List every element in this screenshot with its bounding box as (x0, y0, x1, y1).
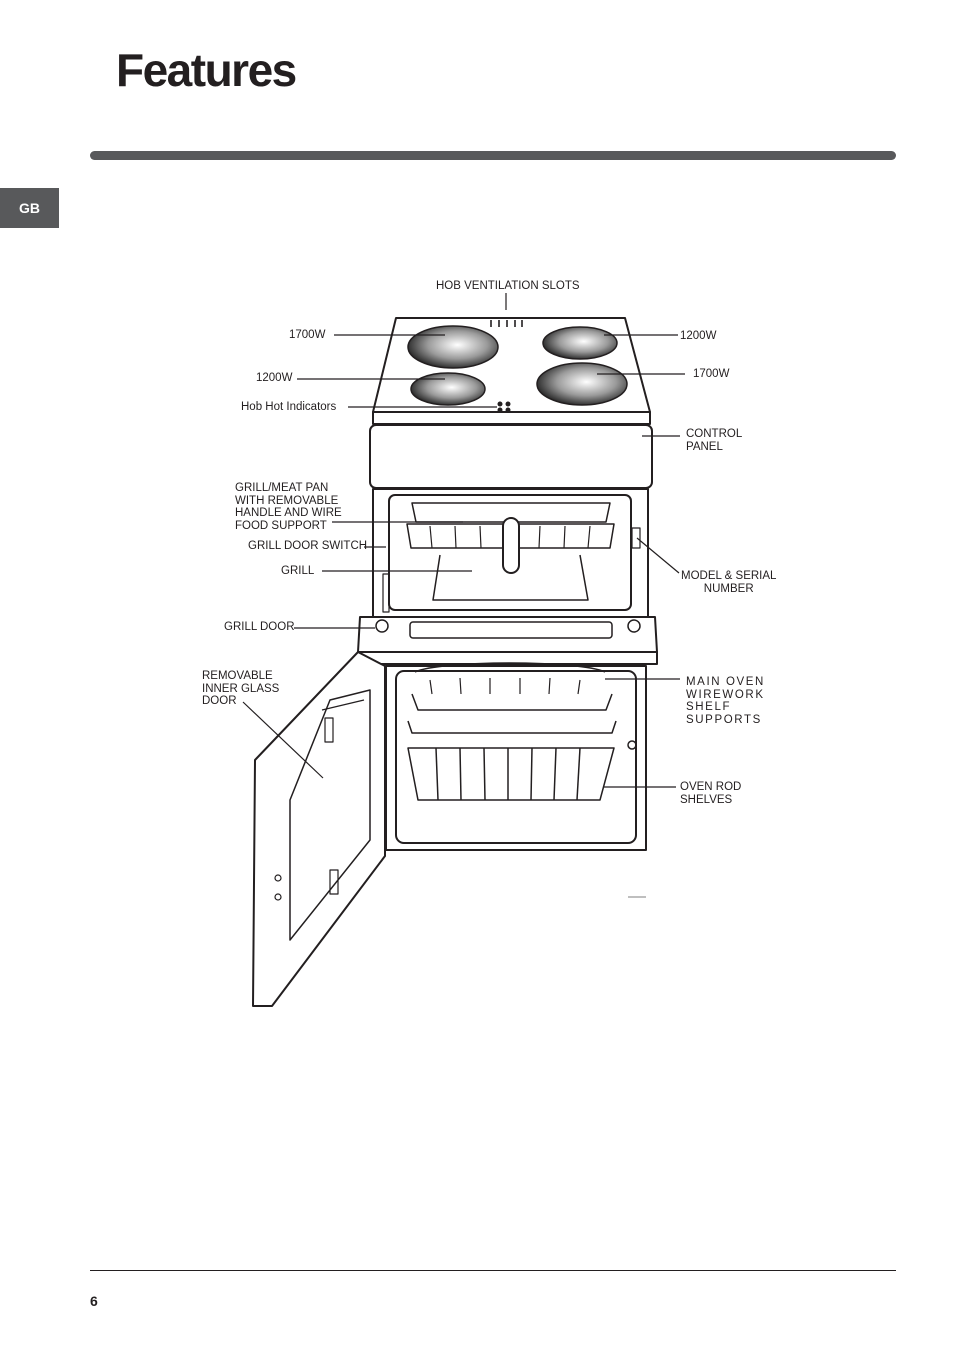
footer-rule (90, 1270, 896, 1271)
main-oven (385, 665, 647, 851)
page-title: Features (116, 44, 297, 96)
hotplate-front-left (410, 372, 486, 406)
oven-rod-shelf (407, 677, 615, 801)
label-hob-ventilation-slots: HOB VENTILATION SLOTS (436, 280, 580, 292)
pan-handle (502, 517, 520, 574)
label-main-oven-shelf-supports: MAIN OVEN WIREWORK SHELF SUPPORTS (686, 676, 765, 726)
label-grill: GRILL (281, 565, 315, 577)
label-oven-rod-shelves: OVEN ROD SHELVES (680, 781, 742, 806)
leader-lines (242, 293, 685, 898)
label-grill-meat-pan: GRILL/MEAT PAN WITH REMOVABLE HANDLE AND… (235, 482, 342, 532)
header-rule (90, 151, 896, 160)
hob-hot-indicators (497, 401, 511, 413)
label-grill-door: GRILL DOOR (224, 621, 295, 633)
label-front-right-power: 1700W (693, 368, 730, 380)
page-number: 6 (90, 1293, 98, 1309)
hotplate-front-right (536, 362, 628, 406)
hotplate-rear-left (407, 325, 499, 369)
hotplate-rear-right (542, 326, 618, 360)
label-rear-left-power: 1700W (289, 329, 326, 341)
label-removable-inner-glass-door: REMOVABLE INNER GLASS DOOR (202, 670, 280, 708)
shelf-supports (407, 693, 617, 734)
label-grill-door-switch: GRILL DOOR SWITCH (248, 540, 368, 552)
label-control-panel: CONTROL PANEL (686, 428, 743, 453)
label-rear-right-power: 1200W (680, 330, 717, 342)
label-model-serial-number: MODEL & SERIAL NUMBER (681, 570, 777, 595)
main-oven-door (252, 651, 386, 1007)
language-tab: GB (0, 188, 59, 228)
label-front-left-power: 1200W (256, 372, 293, 384)
control-panel (369, 424, 653, 489)
ventilation-slots (490, 320, 523, 327)
label-hob-hot-indicators: Hob Hot Indicators (241, 401, 337, 413)
